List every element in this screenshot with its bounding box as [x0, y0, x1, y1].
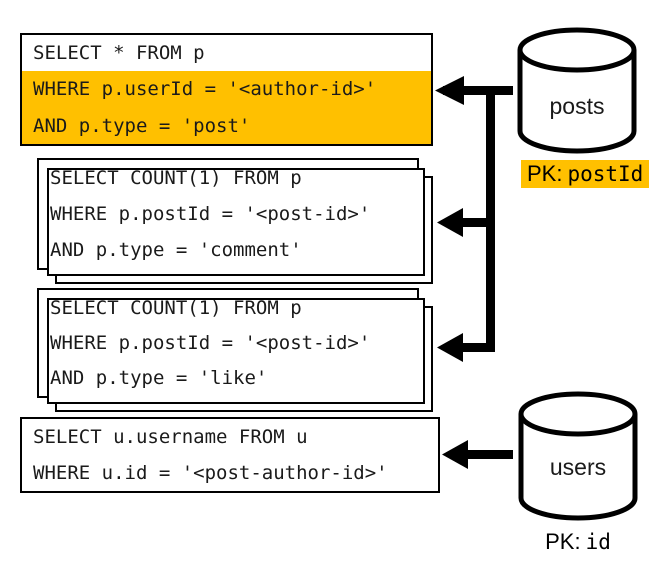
- query-box-comment-count: SELECT COUNT(1) FROM p WHERE p.postId = …: [37, 158, 433, 284]
- sql-line: AND p.type = 'comment': [50, 239, 302, 261]
- users-pk-label: PK:id: [518, 529, 638, 555]
- sql-line: SELECT COUNT(1) FROM p: [50, 167, 302, 189]
- pk-prefix: PK:: [527, 161, 563, 186]
- users-bar: [466, 450, 513, 459]
- query-box-posts-by-author: SELECT * FROM p WHERE p.userId = '<autho…: [20, 33, 433, 146]
- arrow-posts-to-query1-icon: [435, 76, 464, 105]
- sql-line: AND p.type = 'like': [50, 367, 268, 390]
- sql-line: SELECT u.username FROM u: [33, 426, 308, 448]
- users-db-label: users: [549, 454, 607, 480]
- pk-field: postId: [567, 162, 644, 186]
- sql-line-highlighted: AND p.type = 'post': [22, 107, 431, 144]
- posts-pk-badge: PK:postId: [521, 160, 650, 188]
- sql-line-highlighted: WHERE p.userId = '<author-id>': [22, 71, 431, 108]
- sql-line: SELECT COUNT(1) FROM p: [50, 296, 302, 319]
- posts-top-bar: [443, 86, 513, 95]
- posts-connector: [435, 76, 513, 362]
- posts-branch2-bar: [462, 218, 495, 227]
- users-connector: [442, 440, 513, 469]
- sql-line: WHERE p.postId = '<post-id>': [50, 203, 371, 225]
- pk-field: id: [585, 530, 611, 554]
- arrow-users-to-query4-icon: [442, 440, 468, 469]
- sql-line: SELECT * FROM p: [33, 42, 205, 65]
- pk-prefix: PK:: [545, 529, 581, 554]
- arrow-posts-to-query3-icon: [437, 333, 463, 362]
- posts-db-cylinder-icon: [517, 27, 637, 154]
- posts-db-label: posts: [549, 93, 605, 119]
- query-box-username-lookup: SELECT u.username FROM u WHERE u.id = '<…: [20, 417, 440, 493]
- posts-trunk-line: [486, 86, 495, 352]
- posts-branch3-bar: [461, 343, 495, 352]
- arrow-posts-to-query2-icon: [437, 208, 463, 237]
- query-box-like-count: SELECT COUNT(1) FROM p WHERE p.postId = …: [37, 288, 433, 412]
- sql-line: WHERE u.id = '<post-author-id>': [33, 462, 388, 484]
- sql-line: WHERE p.postId = '<post-id>': [50, 331, 371, 354]
